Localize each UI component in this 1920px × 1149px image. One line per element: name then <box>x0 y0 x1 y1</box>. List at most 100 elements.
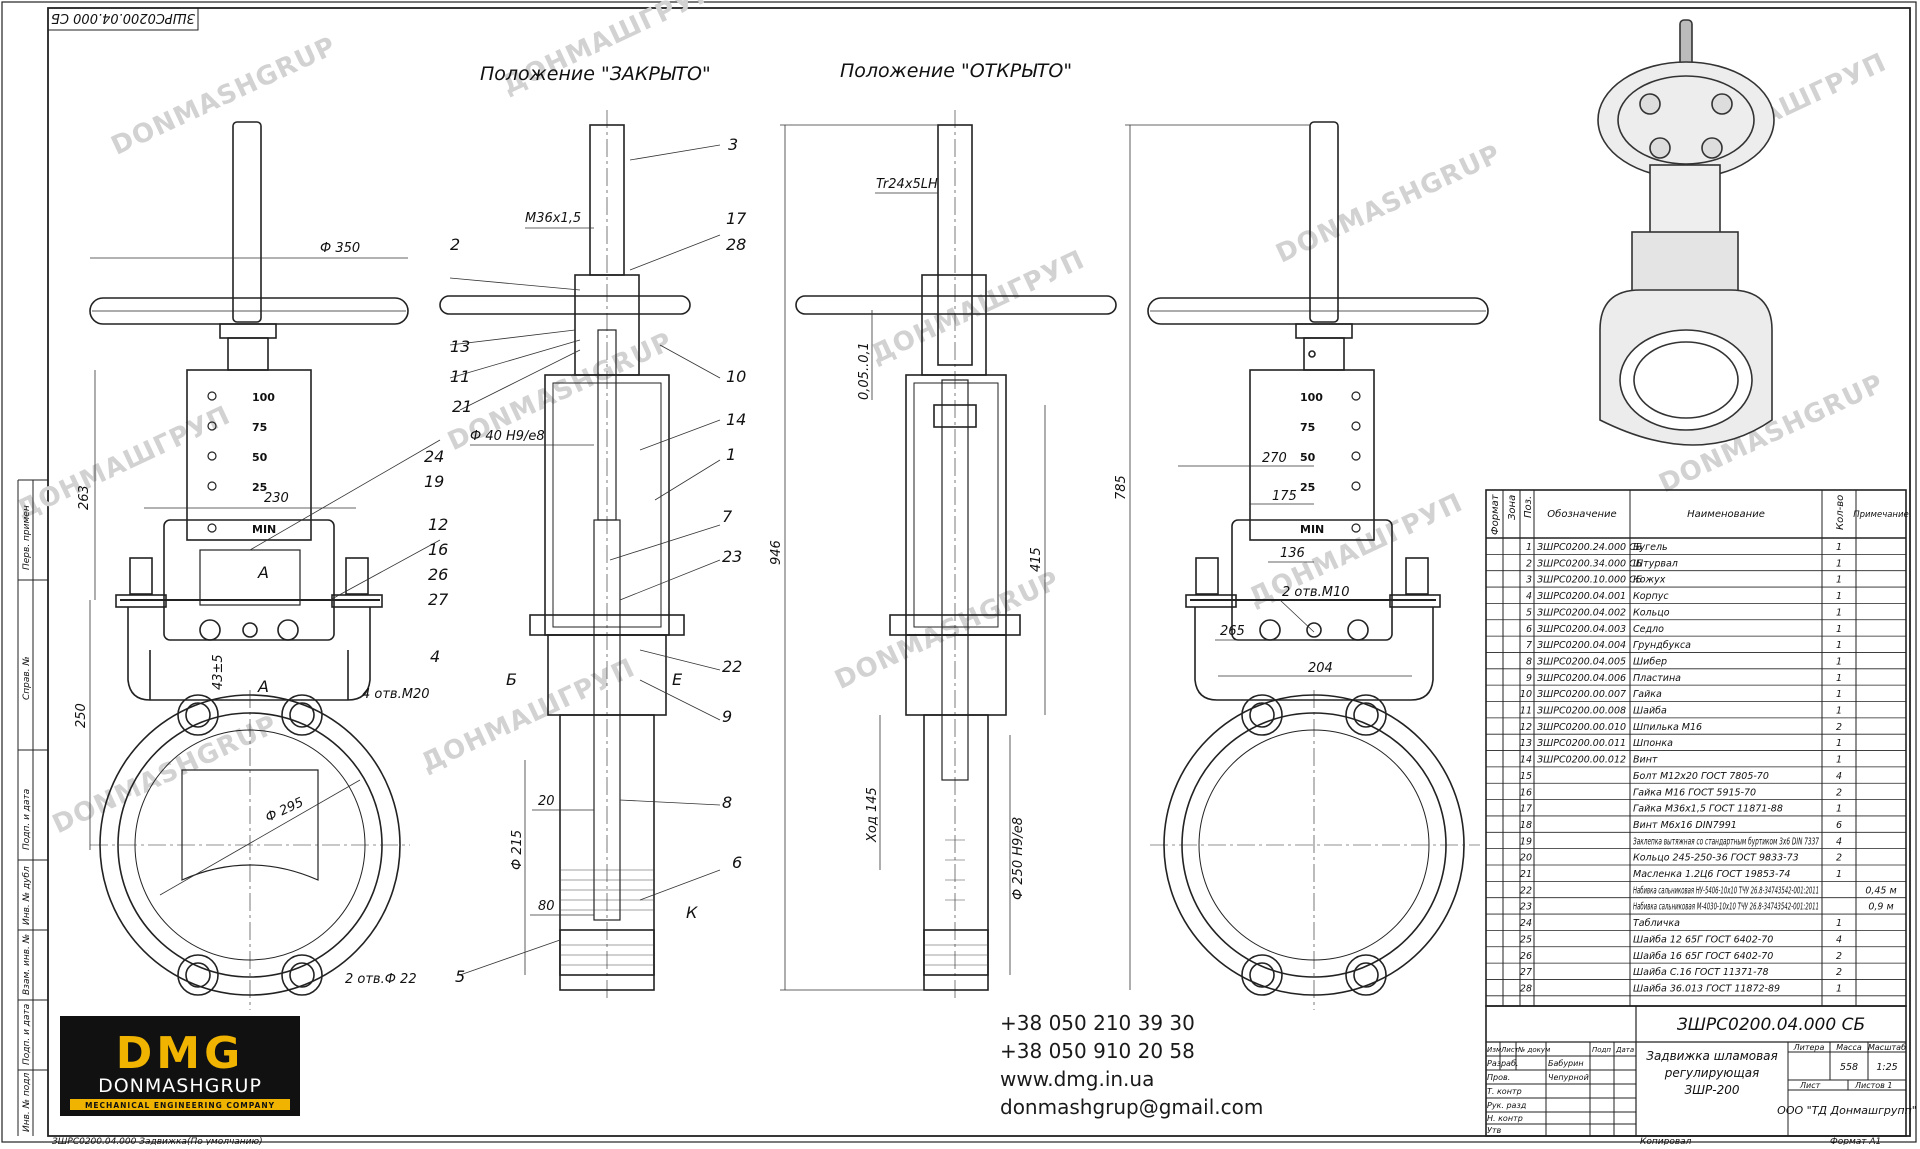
tb-company: ООО "ТД Донмашгрупп" <box>1777 1104 1917 1117</box>
spec-row-name: Набивка сальниковая М-4030-10х10 ТЧУ 26.… <box>1633 902 1819 913</box>
spec-row-pos: 6 <box>1526 624 1532 635</box>
spec-row-qty: 1 <box>1836 656 1842 667</box>
tb-product-3: ЗШР-200 <box>1685 1083 1740 1097</box>
dim-bore: Ф 295 <box>263 795 306 826</box>
spec-row-qty: 4 <box>1836 836 1842 847</box>
spec-head-code: Обозначение <box>1547 508 1616 520</box>
svg-text:ДОНМАШГРУП: ДОНМАШГРУП <box>498 0 721 101</box>
svg-text:Подп. и дата: Подп. и дата <box>22 1004 32 1065</box>
spec-row-code: ЗШРС0200.00.008 <box>1537 706 1626 717</box>
contact-site: www.dmg.in.ua <box>1000 1067 1154 1091</box>
svg-text:ДОНМАШГРУП: ДОНМАШГРУП <box>12 400 235 525</box>
spec-row-qty: 1 <box>1836 918 1842 929</box>
spec-row-pos: 13 <box>1520 738 1532 749</box>
isometric-render <box>1597 19 1775 446</box>
svg-text:Перв. примен: Перв. примен <box>22 505 32 570</box>
dim-holes-m10: 2 отв.М10 <box>1282 585 1349 600</box>
contact-phone-1: +38 050 210 39 30 <box>1000 1011 1195 1035</box>
callout-27: 27 <box>428 590 449 609</box>
spec-row-name: Шайба <box>1633 706 1667 717</box>
spec-row-name: Заклепка вытяжная со стандартным буртико… <box>1633 836 1819 847</box>
dim-230: 230 <box>264 491 289 506</box>
svg-text:Подп. и дата: Подп. и дата <box>22 789 32 850</box>
spec-row-pos: 26 <box>1520 951 1532 962</box>
spec-row-qty: 2 <box>1836 951 1842 962</box>
letter-e: Е <box>672 670 683 689</box>
dim-fit-40: Ф 40 H9/e8 <box>470 429 545 444</box>
spec-row-name: Шайба С.16 ГОСТ 11371-78 <box>1633 967 1769 978</box>
bottom-left-note: ЗШРС0200.04.000 Задвижка(По умолчанию) <box>52 1137 263 1145</box>
dim-43: 43±5 <box>211 654 226 690</box>
dim-263: 263 <box>77 485 92 510</box>
svg-text:Инв. № подл: Инв. № подл <box>22 1073 32 1132</box>
callout-21: 21 <box>452 397 472 416</box>
spec-row-pos: 20 <box>1520 853 1532 864</box>
tb-sheets: Листов 1 <box>1854 1081 1893 1090</box>
left-scale-100: 100 <box>252 391 275 404</box>
title-open: Положение "ОТКРЫТО" <box>840 60 1072 82</box>
spec-row-pos: 22 <box>1520 885 1532 896</box>
spec-row-qty: 1 <box>1836 706 1842 717</box>
tb-date: Дата <box>1615 1046 1634 1054</box>
spec-row-name: Бугель <box>1633 542 1668 553</box>
tb-role-appr: Утв <box>1487 1126 1502 1135</box>
top-doc-code: ЗШРС0200.04.000 СБ <box>51 10 195 25</box>
svg-text:DONMASHGRUP: DONMASHGRUP <box>48 710 282 841</box>
spec-row-code: ЗШРС0200.04.003 <box>1537 624 1626 635</box>
tb-product-2: регулирующая <box>1664 1066 1760 1080</box>
tb-role-ncontr: Н. контр <box>1487 1114 1523 1123</box>
right-scale-50: 50 <box>1300 451 1316 464</box>
right-dim-lines <box>1125 124 1412 990</box>
open-dim-lines <box>780 124 1046 991</box>
spec-row-pos: 1 <box>1526 542 1532 553</box>
svg-text:ДОНМАШГРУП: ДОНМАШГРУП <box>866 245 1089 370</box>
dim-gap: 0,05..0,1 <box>857 342 872 400</box>
letter-b: Б <box>506 670 517 689</box>
spec-row-qty: 6 <box>1836 820 1842 831</box>
right-front-view <box>1147 121 1489 1010</box>
dim-holes-top: 4 отв.М20 <box>362 687 429 702</box>
svg-text:Справ. №: Справ. № <box>22 656 32 700</box>
spec-row-pos: 24 <box>1520 918 1532 929</box>
tb-izm: Изм <box>1487 1046 1502 1054</box>
spec-row-qty: 1 <box>1836 558 1842 569</box>
section-open-view <box>795 110 1117 1000</box>
spec-row-qty: 4 <box>1836 934 1842 945</box>
tb-sheet: Лист <box>1799 1081 1821 1090</box>
spec-row-qty: 2 <box>1836 967 1842 978</box>
section-closed-hatching <box>560 869 654 966</box>
dim-fit-250: Ф 250 H9/e8 <box>1011 817 1026 900</box>
letter-k: К <box>686 903 698 922</box>
spec-row-pos: 11 <box>1520 706 1532 717</box>
spec-row-pos: 12 <box>1520 722 1532 733</box>
logo-tagline: MECHANICAL ENGINEERING COMPANY <box>85 1101 275 1110</box>
spec-row-pos: 19 <box>1520 836 1532 847</box>
top-code-box <box>47 7 199 31</box>
tb-product-1: Задвижка шламовая <box>1646 1049 1777 1063</box>
callout-13: 13 <box>450 337 470 356</box>
spec-row-pos: 14 <box>1520 755 1532 766</box>
tb-role-check: Пров. <box>1487 1073 1510 1082</box>
spec-row-pos: 7 <box>1526 640 1532 651</box>
spec-row-code: ЗШРС0200.00.010 <box>1537 722 1626 733</box>
spec-row-name: Пластина <box>1633 673 1681 684</box>
spec-row-name: Шайба 36.013 ГОСТ 11872-89 <box>1633 983 1780 994</box>
spec-row-pos: 10 <box>1520 689 1532 700</box>
tb-name-1: Бабурин <box>1548 1059 1584 1068</box>
dim-tr24: Tr24x5LH <box>876 177 938 192</box>
tb-doc-no: № докум <box>1517 1046 1551 1054</box>
spec-row-name: Кольцо <box>1633 607 1670 618</box>
spec-row-name: Шибер <box>1633 656 1667 667</box>
spec-row-qty: 2 <box>1836 853 1842 864</box>
right-scale-75: 75 <box>1300 421 1315 434</box>
tb-role-tcontr: Т. контр <box>1487 1087 1522 1096</box>
callout-11: 11 <box>450 367 470 386</box>
tb-role-head: Рук. разд <box>1487 1101 1527 1110</box>
dim-stroke: Ход 145 <box>865 787 880 843</box>
dim-204: 204 <box>1308 661 1333 676</box>
spec-row-qty: 1 <box>1836 804 1842 815</box>
callout-14: 14 <box>726 410 746 429</box>
tb-col-scale: Масштаб <box>1868 1043 1906 1052</box>
